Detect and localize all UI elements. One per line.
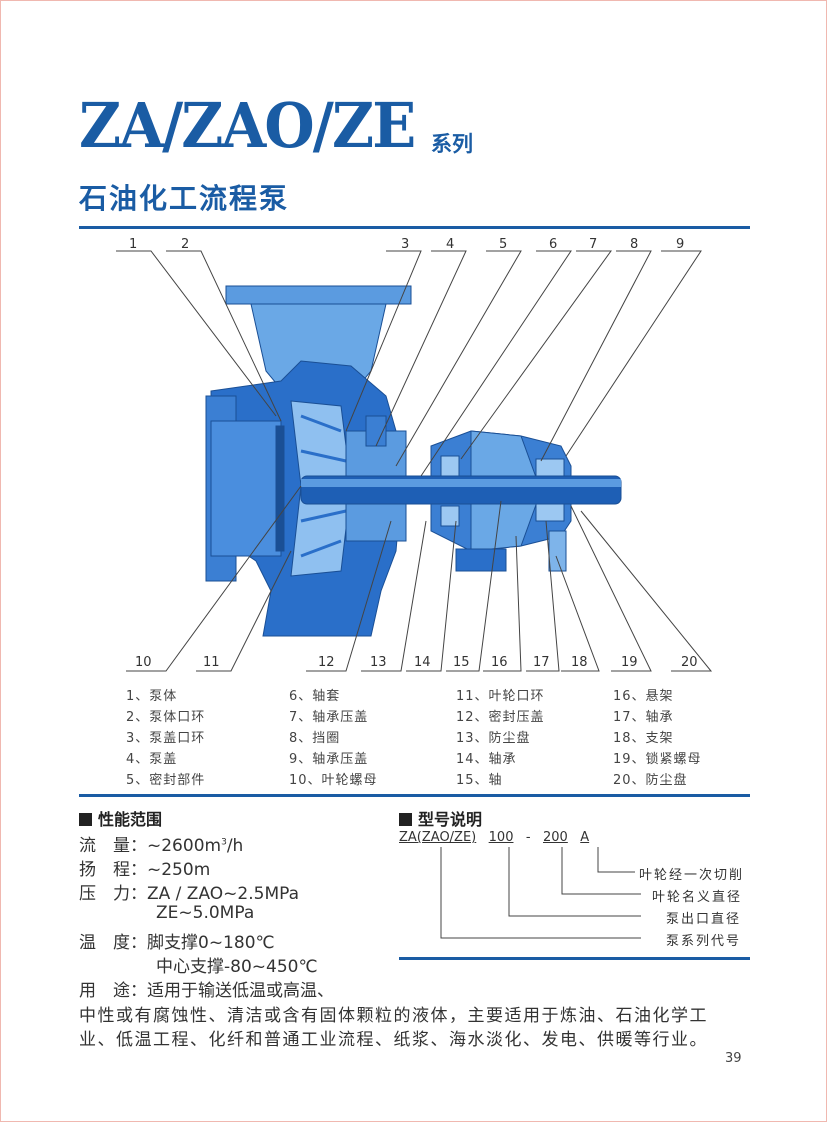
callout-11: 11 (203, 655, 220, 670)
model-label-outlet: 泵出口直径 (666, 912, 742, 927)
pressure-label: 压 力： (79, 884, 147, 904)
part-item: 6、轴套 (289, 689, 341, 704)
callout-6: 6 (549, 237, 558, 252)
callout-19: 19 (621, 655, 638, 670)
use-line-2: 中性或有腐蚀性、清洁或含有固体颗粒的液体，主要适用于炼油、石油化学工 (79, 1006, 708, 1026)
callout-5: 5 (499, 237, 508, 252)
head-label: 扬 程： (79, 860, 147, 880)
part-item: 16、悬架 (613, 689, 674, 704)
callout-2: 2 (181, 237, 190, 252)
page-number: 39 (725, 1051, 742, 1066)
code-dash: - (525, 830, 531, 845)
temp-row: 温 度：脚支撑0~180℃ (79, 928, 275, 953)
temp-value-foot: 脚支撑0~180℃ (147, 933, 275, 953)
title-divider (79, 226, 750, 229)
model-label-impeller: 叶轮名义直径 (652, 890, 743, 905)
callout-1: 1 (129, 237, 138, 252)
callout-16: 16 (491, 655, 508, 670)
use-label: 用 途： (79, 981, 147, 1001)
temp-value-center: 中心支撑-80~450℃ (156, 957, 318, 977)
flow-row: 流 量：~2600m3/h (79, 831, 243, 856)
pressure-value-za: ZA / ZAO~2.5MPa (147, 884, 300, 904)
pressure-row: 压 力：ZA / ZAO~2.5MPa (79, 879, 299, 904)
callout-7: 7 (589, 237, 598, 252)
page-subtitle: 石油化工流程泵 (79, 182, 290, 215)
part-item: 10、叶轮螺母 (289, 773, 378, 788)
part-item: 12、密封压盖 (456, 710, 545, 725)
callout-leader-lines (116, 250, 713, 672)
callout-8: 8 (630, 237, 639, 252)
code-cut: A (580, 830, 590, 845)
flow-sup: 3 (221, 837, 227, 848)
part-item: 2、泵体口环 (126, 710, 206, 725)
callout-18: 18 (571, 655, 588, 670)
callout-4: 4 (446, 237, 455, 252)
callout-15: 15 (453, 655, 470, 670)
pressure-value-ze: ZE~5.0MPa (156, 903, 255, 923)
part-item: 11、叶轮口环 (456, 689, 545, 704)
part-item: 13、防尘盘 (456, 731, 531, 746)
head-value: ~250m (147, 860, 211, 880)
pump-cross-section-diagram (116, 250, 713, 672)
part-item: 14、轴承 (456, 752, 517, 767)
part-item: 7、轴承压盖 (289, 710, 369, 725)
model-label-cut: 叶轮经一次切削 (639, 868, 745, 883)
callout-10: 10 (135, 655, 152, 670)
part-item: 3、泵盖口环 (126, 731, 206, 746)
use-row: 用 途：适用于输送低温或高温、 (79, 976, 334, 1001)
code-series: ZA(ZAO/ZE) (399, 830, 477, 845)
page-title: ZA/ZAO/ZE (79, 89, 416, 162)
part-item: 8、挡圈 (289, 731, 341, 746)
model-heading-text: 型号说明 (418, 810, 483, 829)
code-impeller: 200 (543, 830, 568, 845)
code-outlet: 100 (488, 830, 514, 845)
use-value: 适用于输送低温或高温、 (147, 981, 334, 1001)
pump-illustration (205, 285, 622, 637)
callout-3: 3 (401, 237, 410, 252)
part-item: 15、轴 (456, 773, 503, 788)
model-divider (399, 957, 750, 960)
part-item: 5、密封部件 (126, 773, 206, 788)
flow-unit: /h (226, 836, 244, 856)
flow-label: 流 量： (79, 836, 147, 856)
part-item: 18、支架 (613, 731, 674, 746)
flow-value: ~2600m (147, 836, 222, 856)
head-row: 扬 程：~250m (79, 855, 210, 880)
part-item: 20、防尘盘 (613, 773, 688, 788)
series-label: 系列 (431, 132, 473, 156)
callout-20: 20 (681, 655, 698, 670)
callout-14: 14 (414, 655, 431, 670)
callout-12: 12 (318, 655, 335, 670)
model-label-series: 泵系列代号 (666, 934, 742, 949)
model-code: ZA(ZAO/ZE) 100 - 200 A (399, 830, 589, 845)
use-line-3: 业、低温工程、化纤和普通工业流程、纸浆、海水淡化、发电、供暖等行业。 (79, 1030, 708, 1050)
temp-label: 温 度： (79, 933, 147, 953)
part-item: 1、泵体 (126, 689, 178, 704)
callout-9: 9 (676, 237, 685, 252)
parts-divider (79, 794, 750, 797)
callout-13: 13 (370, 655, 387, 670)
part-item: 4、泵盖 (126, 752, 178, 767)
callout-17: 17 (533, 655, 550, 670)
performance-heading-text: 性能范围 (98, 810, 163, 829)
part-item: 19、锁紧螺母 (613, 752, 702, 767)
part-item: 17、轴承 (613, 710, 674, 725)
part-item: 9、轴承压盖 (289, 752, 369, 767)
performance-heading: 性能范围 (79, 806, 162, 830)
model-heading: 型号说明 (399, 806, 482, 830)
